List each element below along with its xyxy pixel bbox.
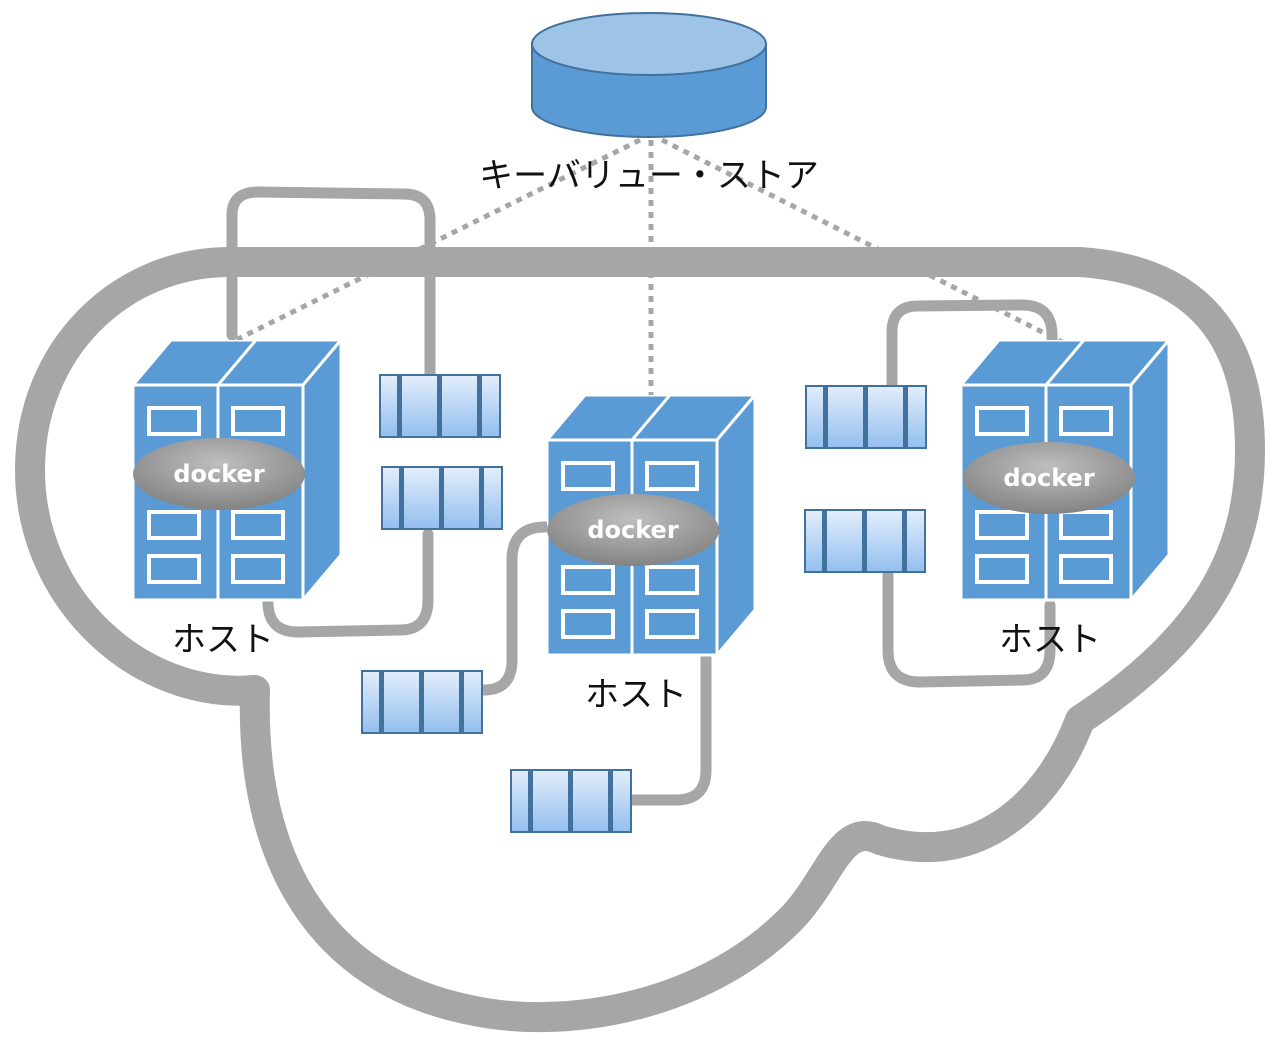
cables — [226, 186, 1058, 806]
host-label-left: ホスト — [172, 620, 274, 660]
docker-engine-left — [133, 438, 305, 510]
container-icon — [805, 385, 927, 449]
docker-label-right: docker — [1003, 464, 1094, 492]
host-label-center: ホスト — [585, 675, 687, 715]
database-icon — [531, 12, 767, 138]
kv-store-label: キーバリュー・ストア — [479, 156, 819, 196]
host-right: docker ホスト — [961, 340, 1171, 660]
container-icon — [510, 769, 632, 833]
kv-link-right — [660, 137, 1070, 348]
kv-links — [234, 137, 1070, 395]
docker-engine-center — [547, 494, 719, 566]
kv-link-left — [234, 137, 642, 343]
host-center: docker ホスト — [547, 395, 757, 715]
docker-engine-right — [963, 442, 1135, 514]
host-left: docker ホスト — [133, 340, 343, 660]
container-icon — [379, 374, 501, 438]
docker-label-left: docker — [173, 460, 264, 488]
host-label-right: ホスト — [999, 620, 1101, 660]
container-icon — [361, 670, 483, 734]
cloud-network-icon — [15, 247, 1265, 1033]
docker-label-center: docker — [587, 516, 678, 544]
container-icon — [381, 466, 503, 530]
container-icon — [804, 509, 926, 573]
